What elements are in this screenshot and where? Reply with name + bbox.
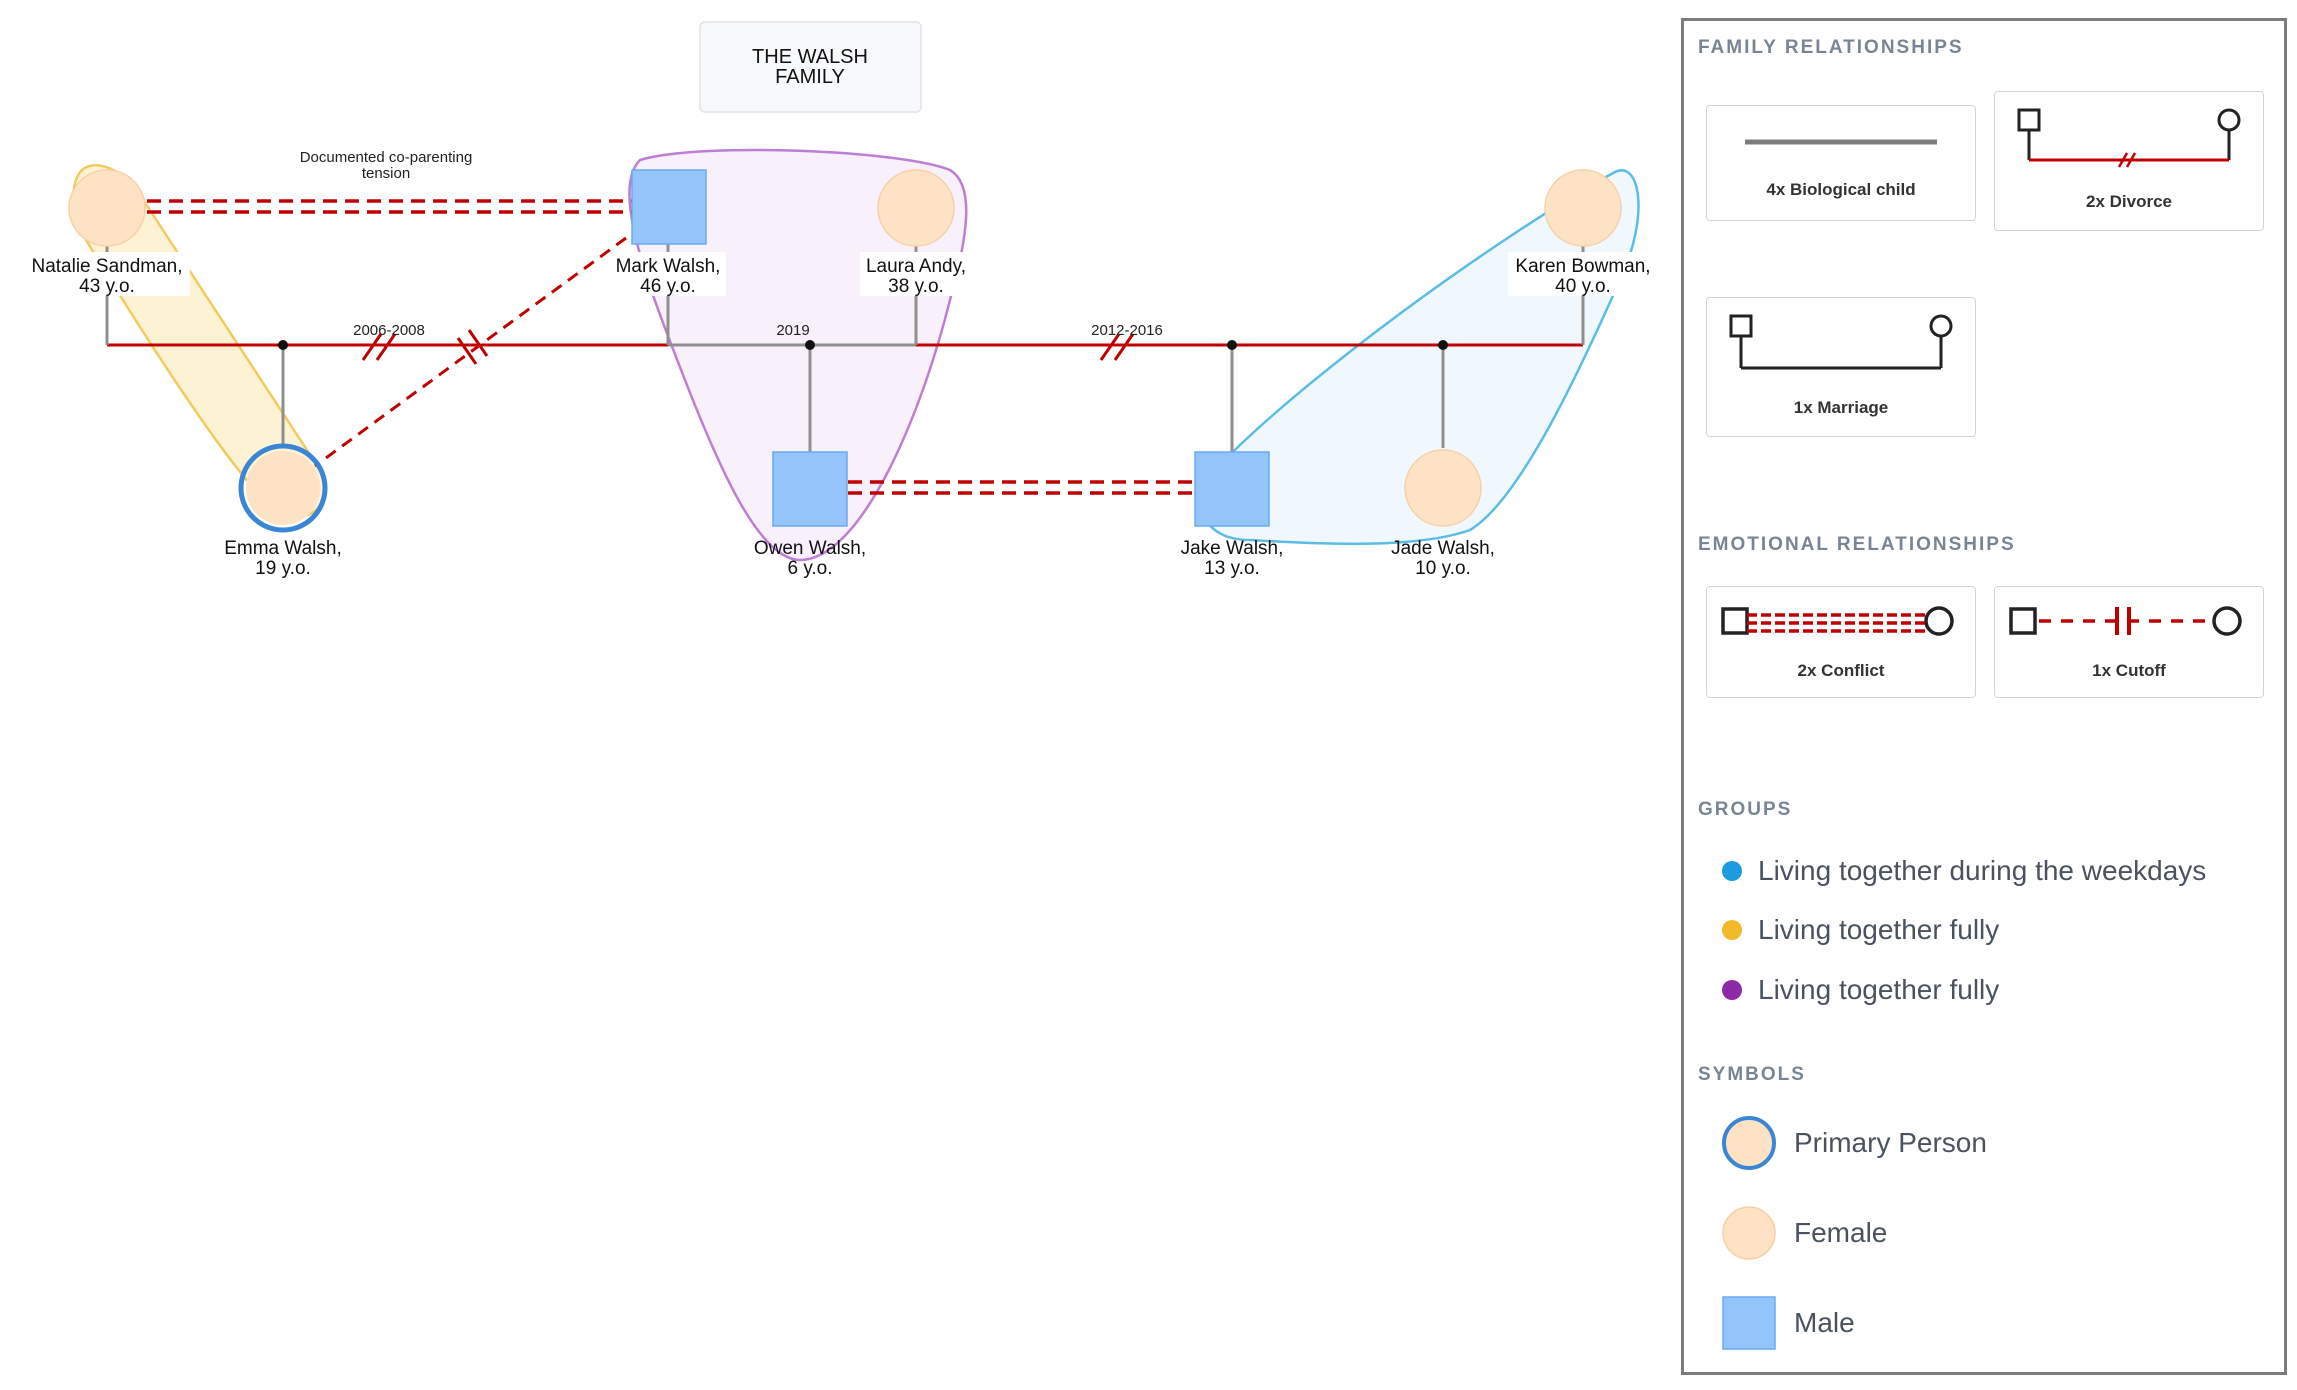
symbol-item-female: Female xyxy=(1722,1203,1887,1263)
legend-card-divorce[interactable]: 2x Divorce xyxy=(1994,91,2264,231)
cutoff-icon xyxy=(2009,606,2242,636)
symbol-label: Female xyxy=(1794,1217,1888,1248)
yellow-dot-icon xyxy=(1722,920,1742,940)
female-symbol xyxy=(246,451,320,525)
male-icon xyxy=(1722,1296,1776,1350)
marriage-icon xyxy=(1729,314,1953,370)
person-laura-andy[interactable]: Laura Andy, 38 y.o. xyxy=(860,169,972,297)
conflict-line-natalie-mark[interactable] xyxy=(147,199,632,214)
person-name: Jade Walsh, xyxy=(1391,538,1495,559)
female-icon xyxy=(1722,1206,1776,1260)
person-emma-walsh[interactable]: Emma Walsh, 19 y.o. xyxy=(224,443,342,579)
divorce-mark-karen xyxy=(1099,333,1135,361)
person-age: 10 y.o. xyxy=(1415,558,1471,579)
person-name: Laura Andy, xyxy=(866,256,966,277)
person-name: Natalie Sandman, xyxy=(31,256,182,277)
card-label: 1x Cutoff xyxy=(2092,661,2166,680)
person-jade-walsh[interactable]: Jade Walsh, 10 y.o. xyxy=(1391,449,1495,579)
groups-title: GROUPS xyxy=(1698,799,1793,820)
annotation-line-1: Documented co-parenting xyxy=(300,149,473,166)
card-label: 1x Marriage xyxy=(1793,398,1889,417)
person-name: Mark Walsh, xyxy=(616,256,721,277)
card-label: 2x Conflict xyxy=(1797,661,1885,680)
junction-dot-jade xyxy=(1438,340,1448,350)
person-age: 13 y.o. xyxy=(1204,558,1260,579)
date-label-mark-karen: 2012-2016 xyxy=(1091,322,1163,339)
cutoff-line-mark-emma[interactable] xyxy=(314,236,627,468)
female-symbol xyxy=(1404,449,1482,527)
symbols-title: SYMBOLS xyxy=(1698,1064,1806,1085)
person-age: 46 y.o. xyxy=(640,276,696,297)
purple-dot-icon xyxy=(1722,980,1742,1000)
symbol-item-male: Male xyxy=(1722,1293,1855,1353)
person-name: Owen Walsh, xyxy=(754,538,866,559)
person-age: 43 y.o. xyxy=(79,276,135,297)
legend-card-biological-child[interactable]: 4x Biological child xyxy=(1706,105,1976,221)
person-natalie-sandman[interactable]: Natalie Sandman, 43 y.o. xyxy=(24,169,190,297)
person-owen-walsh[interactable]: Owen Walsh, 6 y.o. xyxy=(754,451,866,579)
female-symbol xyxy=(68,169,146,247)
family-title-line-1: THE WALSH xyxy=(752,46,868,68)
junction-dot-emma xyxy=(278,340,288,350)
card-label: 2x Divorce xyxy=(2086,192,2172,211)
person-age: 19 y.o. xyxy=(255,558,311,579)
cutoff-marks xyxy=(456,329,489,365)
person-name: Emma Walsh, xyxy=(224,538,342,559)
legend-card-conflict[interactable]: 2x Conflict xyxy=(1706,586,1976,698)
biological-child-icon xyxy=(1745,139,1937,145)
junction-dot-owen xyxy=(805,340,815,350)
emotional-relationships-title: EMOTIONAL RELATIONSHIPS xyxy=(1698,534,2016,555)
divorce-icon xyxy=(2017,108,2241,168)
male-symbol xyxy=(1194,451,1270,527)
symbol-label: Male xyxy=(1794,1307,1855,1338)
female-symbol xyxy=(877,169,955,247)
group-item-fully-yellow[interactable]: Living together fully xyxy=(1722,914,2000,945)
person-age: 40 y.o. xyxy=(1555,276,1611,297)
family-relationships-title: FAMILY RELATIONSHIPS xyxy=(1698,37,1964,58)
female-symbol xyxy=(1544,169,1622,247)
divorce-mark-natalie xyxy=(361,333,397,361)
person-age: 38 y.o. xyxy=(888,276,944,297)
blue-dot-icon xyxy=(1722,861,1742,881)
annotation-line-2: tension xyxy=(362,165,410,182)
primary-person-ring xyxy=(238,443,328,533)
legend-card-marriage[interactable]: 1x Marriage xyxy=(1706,297,1976,437)
group-label: Living together fully xyxy=(1758,974,2000,1005)
person-name: Karen Bowman, xyxy=(1515,256,1650,277)
date-label-natalie-mark: 2006-2008 xyxy=(353,322,425,339)
person-name: Jake Walsh, xyxy=(1181,538,1284,559)
male-symbol xyxy=(772,451,848,527)
group-label: Living together during the weekdays xyxy=(1758,855,2207,886)
person-mark-walsh[interactable]: Mark Walsh, 46 y.o. xyxy=(610,169,726,297)
conflict-line-owen-jake[interactable] xyxy=(848,480,1195,495)
legend-card-cutoff[interactable]: 1x Cutoff xyxy=(1994,586,2264,698)
person-jake-walsh[interactable]: Jake Walsh, 13 y.o. xyxy=(1181,451,1284,579)
group-item-fully-purple[interactable]: Living together fully xyxy=(1722,974,2000,1005)
male-symbol xyxy=(631,169,707,245)
legend-panel: FAMILY RELATIONSHIPS 4x Biological child… xyxy=(1681,18,2287,1375)
group-item-weekdays[interactable]: Living together during the weekdays xyxy=(1722,855,2207,886)
group-label: Living together fully xyxy=(1758,914,2000,945)
person-age: 6 y.o. xyxy=(787,558,832,579)
symbol-label: Primary Person xyxy=(1794,1127,1987,1158)
junction-dot-jake xyxy=(1227,340,1237,350)
genogram-diagram: 2006-2008 2019 2012-2016 Documented co-p… xyxy=(24,21,1658,579)
conflict-icon xyxy=(1721,606,1954,636)
family-title-card xyxy=(699,21,922,113)
person-karen-bowman[interactable]: Karen Bowman, 40 y.o. xyxy=(1508,169,1658,297)
symbol-item-primary-person: Primary Person xyxy=(1722,1113,1987,1173)
date-label-mark-laura: 2019 xyxy=(776,322,809,339)
card-label: 4x Biological child xyxy=(1766,180,1916,199)
primary-person-icon xyxy=(1722,1116,1776,1170)
family-title-line-2: FAMILY xyxy=(775,66,845,88)
